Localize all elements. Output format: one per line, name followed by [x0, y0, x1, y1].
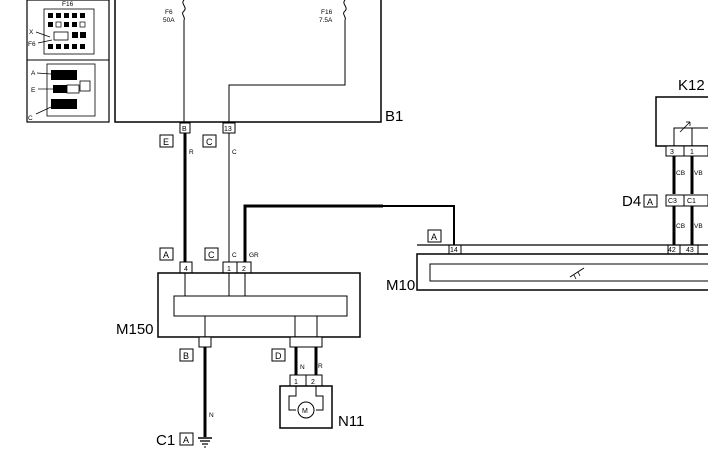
m150-connector-d: D [275, 351, 282, 361]
lamp-icon [569, 267, 585, 280]
m10-pin-14: 14 [450, 247, 458, 254]
wire-vb-2: VB [694, 223, 703, 230]
m150-pin-2: 2 [242, 266, 246, 273]
motor-symbol: M [302, 408, 308, 415]
fuse-f16-name: F16 [321, 9, 333, 16]
wire-c-1: C [232, 149, 237, 156]
c1-label: C1 [156, 432, 175, 449]
inset-title: F16 [62, 1, 74, 8]
d4-pin-c1: C1 [687, 198, 696, 205]
n11-pin-2: 2 [311, 379, 315, 386]
d4-pin-c3: C3 [668, 198, 677, 205]
b1-connector-c: C [206, 137, 213, 147]
c1-tag: A [183, 435, 189, 445]
m150-pin-1: 1 [227, 266, 231, 273]
b1-pin-13: 13 [224, 126, 232, 133]
n11-component: N R 1 2 M N11 [279, 347, 364, 430]
wire-cb-2: CB [676, 223, 685, 230]
m10-component: A 14 42 43 M10 [386, 229, 708, 294]
m10-pin-43: 43 [686, 247, 694, 254]
inset-callout-a: A [31, 70, 36, 77]
fuse-f16-icon [343, 0, 347, 21]
inset-callout-c: C [28, 115, 33, 122]
n11-label: N11 [338, 413, 364, 430]
m150-label: M150 [116, 321, 154, 338]
d4-connector: D4 A C3 C1 CB VB [622, 193, 708, 245]
wire-gr: GR [249, 252, 259, 259]
inset-callout-x: X [29, 29, 34, 36]
wire-n-1: N [209, 412, 214, 419]
n11-pin-1: 1 [294, 379, 298, 386]
inset-callout-e: E [31, 87, 36, 94]
k12-pin-3: 3 [670, 149, 674, 156]
b1-component: B1 F6 50A F16 7.5A B 13 E C [114, 0, 403, 148]
inset-callout-f6: F6 [28, 41, 36, 48]
fuse-f6-rating: 50A [163, 17, 175, 24]
d4-label: D4 [622, 193, 641, 210]
wire-c-2: C [232, 252, 237, 259]
k12-component: K12 3 1 CB VB [655, 77, 708, 194]
b1-label: B1 [385, 108, 403, 125]
wire-vb-1: VB [694, 170, 703, 177]
m10-connector-a: A [431, 232, 437, 242]
wire-cb-1: CB [676, 170, 685, 177]
wires-b1-m150: R C C GR [183, 133, 455, 262]
fusebox-inset: F16 X F6 A E C [26, 0, 110, 123]
adjuster-icon [679, 121, 691, 133]
b1-pin-b: B [182, 126, 187, 133]
m150-component: A C 4 1 2 M150 B D [116, 247, 361, 362]
m10-pin-42: 42 [668, 247, 676, 254]
m10-label: M10 [386, 277, 415, 294]
wire-r-1: R [189, 149, 194, 156]
fuse-f16-rating: 7.5A [319, 17, 333, 24]
motor-icon [297, 401, 315, 419]
k12-pin-1: 1 [690, 149, 694, 156]
k12-label: K12 [678, 77, 705, 94]
m150-pin-4: 4 [184, 266, 188, 273]
wire-n-2: N [300, 364, 305, 371]
wire-r-2: R [318, 363, 323, 370]
fuse-f6-icon [182, 0, 186, 21]
m150-connector-b: B [183, 351, 189, 361]
ground-c1: N C1 A [156, 347, 214, 449]
d4-tag: A [647, 197, 653, 207]
b1-connector-e: E [163, 137, 169, 147]
m150-connector-a: A [163, 250, 169, 260]
fuse-f6-name: F6 [165, 9, 173, 16]
m150-connector-c: C [208, 250, 215, 260]
